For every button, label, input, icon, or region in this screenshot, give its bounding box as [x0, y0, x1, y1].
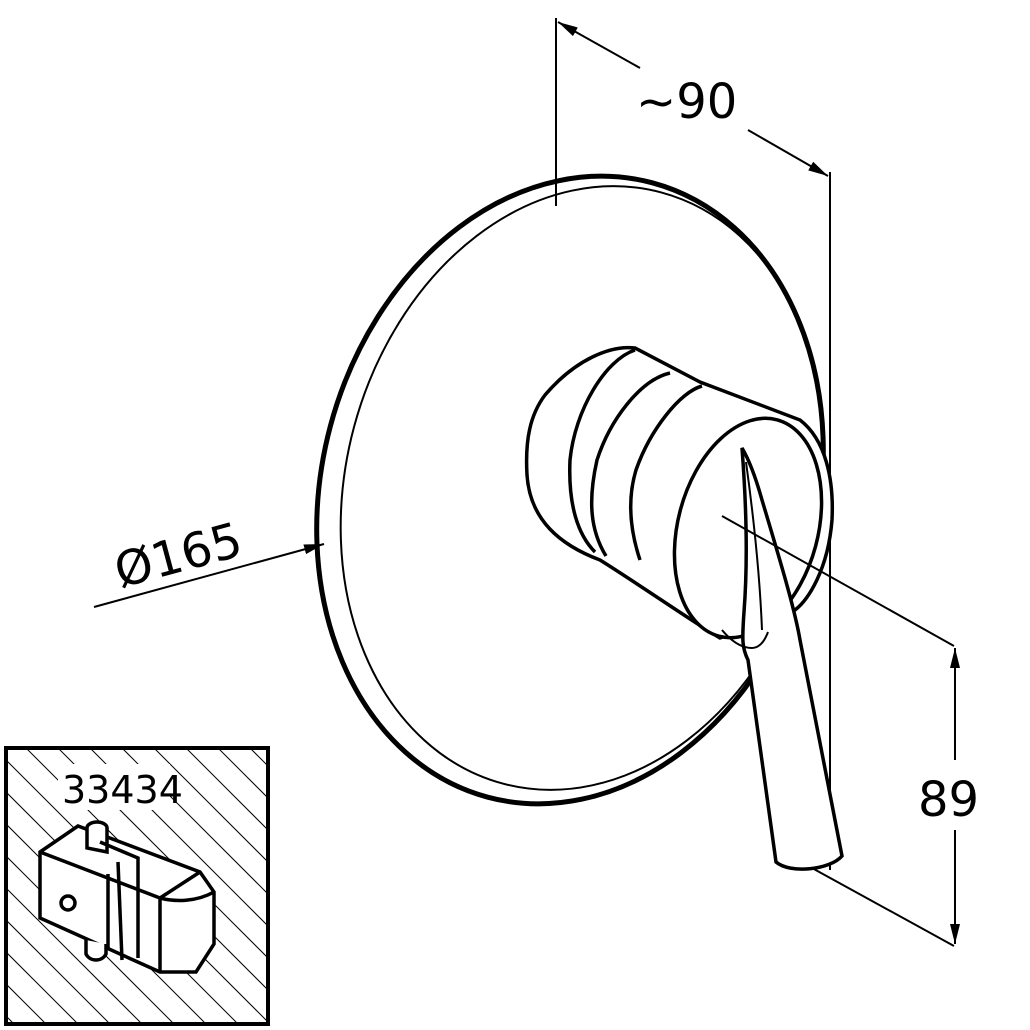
height-label: 89	[918, 772, 979, 828]
hatch-line	[6, 887, 143, 1024]
lever	[721, 447, 844, 871]
depth-label: ~90	[636, 74, 737, 130]
depth-arrow-left	[557, 21, 641, 69]
extension-line-top	[721, 515, 955, 647]
diameter-label: Ø165	[109, 512, 248, 600]
inset-frame	[4, 746, 270, 1026]
hatch-line	[153, 748, 268, 863]
inset-box: 33434	[4, 746, 270, 1026]
diameter-leader	[93, 543, 325, 608]
depth-arrow-right	[747, 129, 829, 177]
hatch-line	[6, 951, 79, 1024]
diameter-dimension: Ø165	[93, 512, 325, 608]
lever-ridge	[745, 461, 763, 631]
height-dimension: 89	[721, 515, 979, 947]
lever-base-curve	[721, 629, 769, 650]
handle-sleeve-line-1	[567, 348, 636, 554]
hatch-line	[217, 748, 268, 799]
extension-line-bottom	[811, 867, 955, 947]
handle-sleeve-line-3	[628, 384, 703, 561]
hatch-line	[6, 919, 111, 1024]
lever-outline	[740, 447, 844, 871]
part-number: 33434	[62, 768, 183, 812]
depth-dimension: ~90	[555, 18, 831, 870]
hatch-line	[6, 855, 175, 1024]
hatch-line	[185, 748, 268, 831]
rough-in-valve-icon	[38, 820, 216, 974]
handle-sleeve-line-2	[589, 371, 671, 557]
